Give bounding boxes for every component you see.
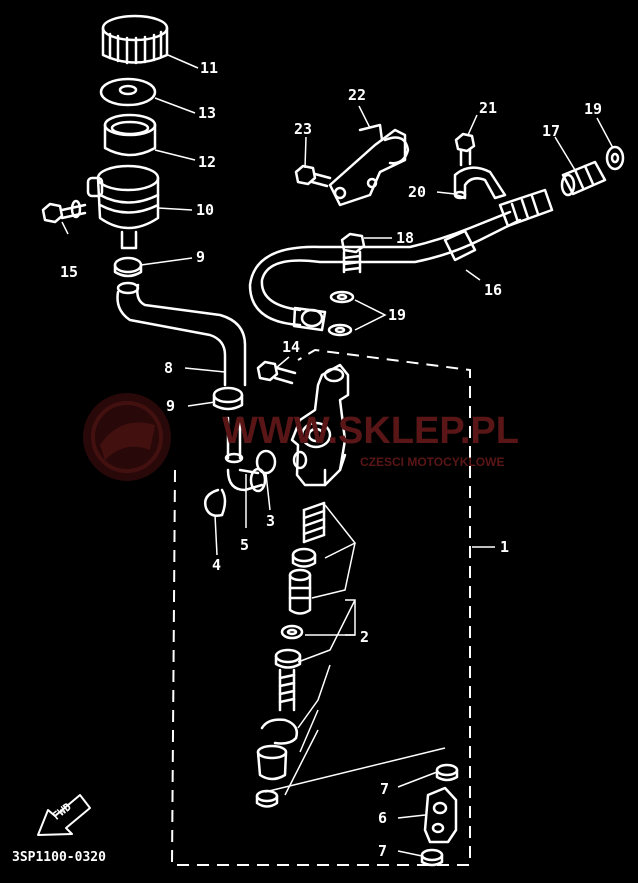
hose-guide-bolt bbox=[454, 132, 476, 167]
callout-7-bottom: 7 bbox=[378, 842, 388, 860]
callout-15: 15 bbox=[60, 263, 79, 281]
callout-1: 1 bbox=[500, 538, 510, 556]
watermark-subtext: CZESCI MOTOCYKLOWE bbox=[360, 455, 505, 469]
reservoir-bracket bbox=[328, 123, 410, 207]
callout-22: 22 bbox=[348, 86, 367, 104]
hose-guide bbox=[453, 166, 507, 200]
mounting-bolt bbox=[256, 360, 297, 385]
callout-18: 18 bbox=[396, 229, 415, 247]
callout-4: 4 bbox=[212, 556, 222, 574]
callout-21: 21 bbox=[479, 99, 498, 117]
diaphragm-plate bbox=[99, 77, 157, 107]
callout-23: 23 bbox=[294, 120, 313, 138]
hose-end-fitting bbox=[560, 160, 607, 197]
clevis-nut-top bbox=[435, 763, 459, 782]
callout-14: 14 bbox=[282, 338, 301, 356]
master-cylinder-body bbox=[290, 363, 350, 487]
brake-hose bbox=[248, 188, 554, 332]
piston-spring bbox=[302, 501, 326, 544]
callout-7-top: 7 bbox=[380, 780, 390, 798]
bracket-bolt bbox=[294, 164, 332, 188]
leader-lines bbox=[61, 54, 614, 857]
hose-clamp-bottom bbox=[212, 386, 244, 411]
piston bbox=[288, 568, 312, 615]
callout-20: 20 bbox=[408, 183, 427, 201]
reservoir-hose bbox=[116, 281, 247, 387]
diagram-code: 3SP1100-0320 bbox=[12, 850, 106, 865]
callout-6: 6 bbox=[378, 809, 388, 827]
callout-19-middle: 19 bbox=[388, 306, 407, 324]
callout-16: 16 bbox=[484, 281, 503, 299]
watermark-text: WWW.SKLEP.PL bbox=[222, 410, 519, 452]
reservoir-cap bbox=[101, 14, 169, 65]
callout-10: 10 bbox=[196, 201, 215, 219]
diaphragm bbox=[103, 113, 157, 157]
hose-fitting bbox=[224, 416, 267, 493]
callout-3: 3 bbox=[266, 512, 276, 530]
callout-11: 11 bbox=[200, 59, 219, 77]
callout-5: 5 bbox=[240, 536, 250, 554]
callout-19-right: 19 bbox=[584, 100, 603, 118]
callout-17: 17 bbox=[542, 122, 561, 140]
dust-boot bbox=[256, 744, 288, 781]
reservoir-bolt bbox=[41, 199, 87, 224]
callout-9-top: 9 bbox=[196, 248, 206, 266]
callout-9-bottom: 9 bbox=[166, 397, 176, 415]
callout-8: 8 bbox=[164, 359, 174, 377]
clevis-nut-bottom bbox=[420, 848, 444, 867]
fwd-arrow-icon bbox=[37, 794, 91, 836]
secondary-cup bbox=[280, 624, 304, 640]
copper-washer-lower bbox=[327, 323, 353, 337]
watermark-logo-icon bbox=[83, 393, 171, 481]
copper-washer-upper bbox=[329, 290, 355, 304]
circlip-lower bbox=[260, 718, 299, 745]
callout-12: 12 bbox=[198, 153, 217, 171]
copper-washer-right bbox=[605, 145, 625, 171]
push-rod bbox=[274, 648, 302, 712]
primary-cup bbox=[291, 547, 317, 568]
callout-13: 13 bbox=[198, 104, 217, 122]
clevis bbox=[423, 786, 458, 844]
reservoir-tank bbox=[86, 164, 160, 250]
o-ring bbox=[255, 449, 277, 475]
assembly-outline bbox=[170, 348, 471, 866]
callout-2: 2 bbox=[360, 628, 370, 646]
